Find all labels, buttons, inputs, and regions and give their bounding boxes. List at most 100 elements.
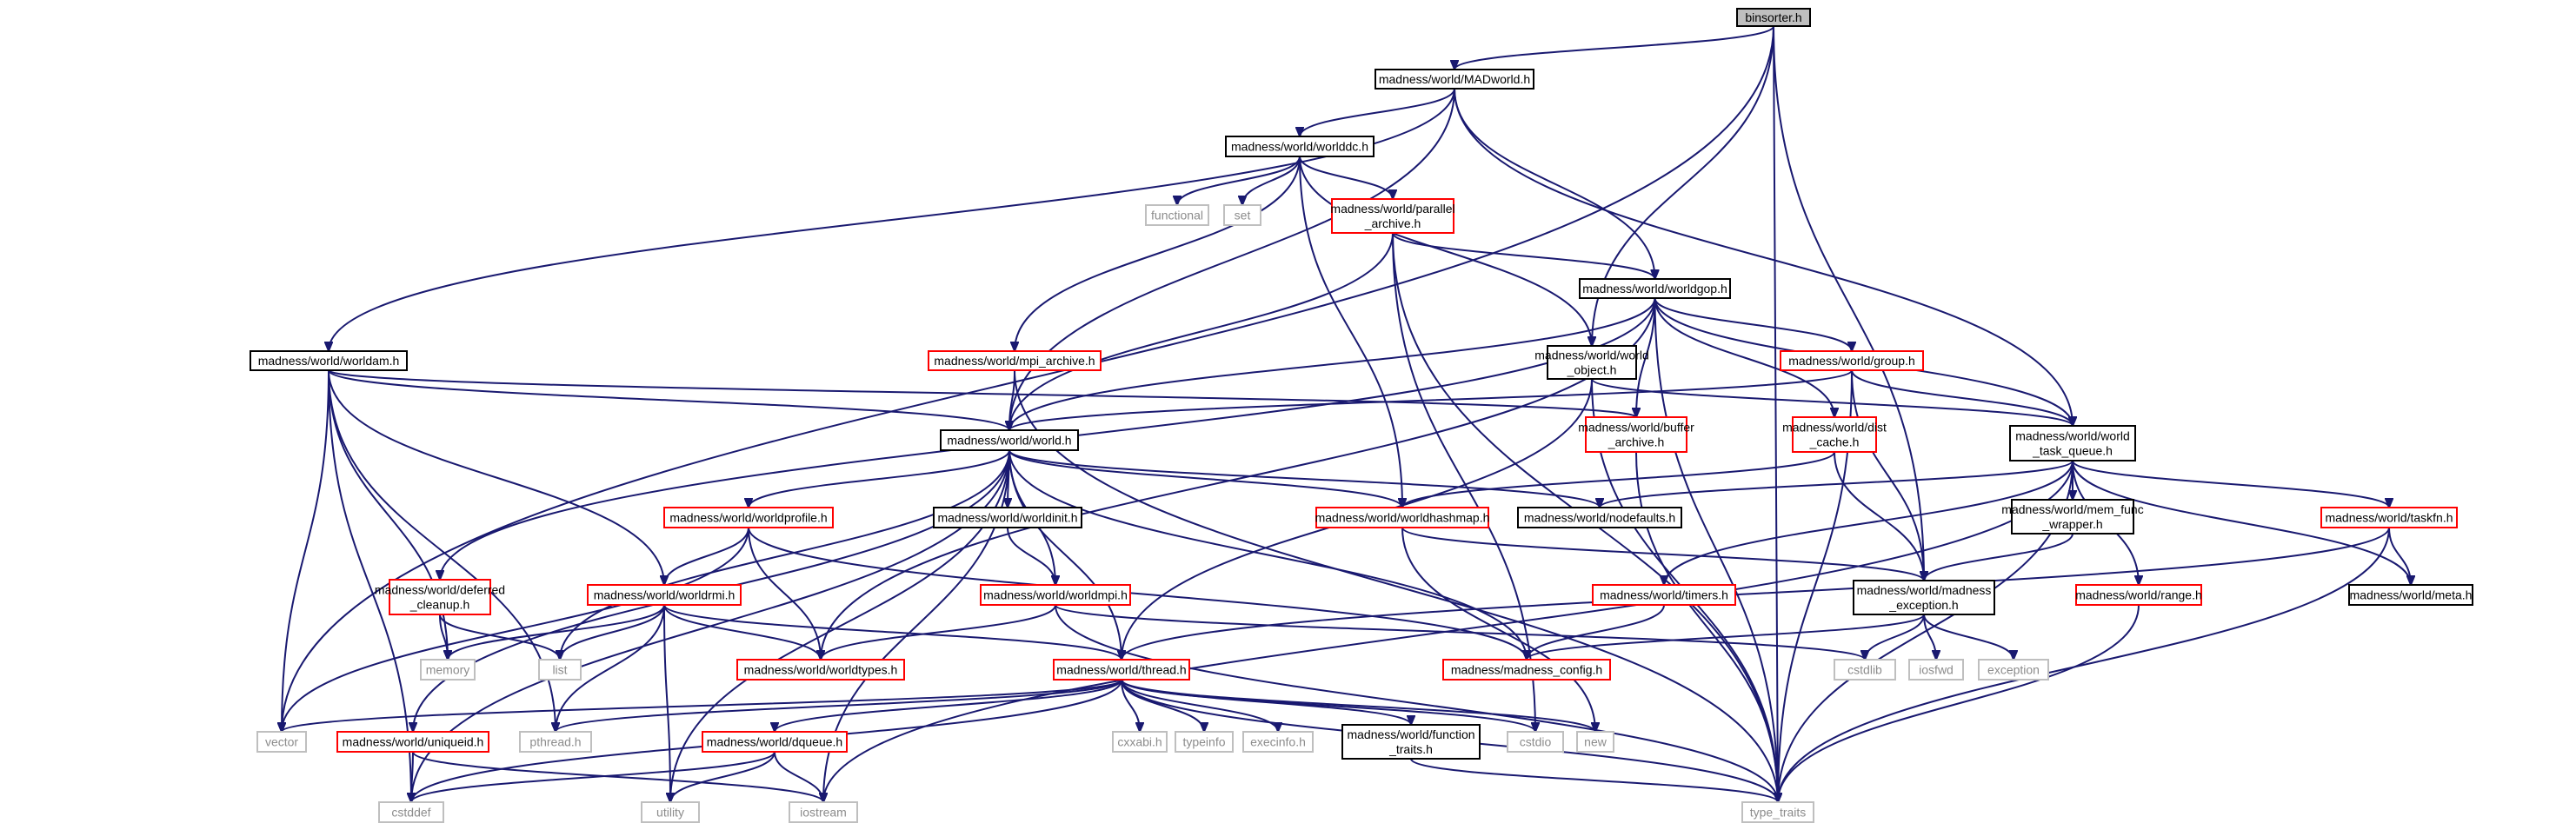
- node-label-iosfwd: iosfwd: [1919, 662, 1954, 676]
- node-deferred_cleanup[interactable]: madness/world/deferred_cleanup.h: [375, 579, 505, 615]
- edge-world-to-madness_config: [1008, 449, 1527, 660]
- node-label-iostream: iostream: [800, 805, 847, 819]
- node-buffer_archive[interactable]: madness/world/buffer_archive.h: [1578, 416, 1694, 453]
- node-thread[interactable]: madness/world/thread.h: [1053, 659, 1190, 681]
- edge-worldrmi-to-utility: [663, 604, 670, 802]
- node-worldam[interactable]: madness/world/worldam.h: [250, 350, 408, 371]
- node-parallel_archive[interactable]: madness/world/parallel_archive.h: [1330, 198, 1455, 234]
- edge-thread-to-execinfo: [1121, 679, 1278, 732]
- node-world_object[interactable]: madness/world/world_object.h: [1534, 345, 1649, 380]
- edge-uniqueid-to-iostream: [412, 751, 823, 802]
- node-world_task_queue[interactable]: madness/world/world_task_queue.h: [2009, 425, 2136, 461]
- node-worldinit[interactable]: madness/world/worldinit.h: [933, 507, 1082, 528]
- edge-taskfn-to-thread: [1122, 527, 2390, 660]
- edge-parallel_archive-to-cstdio: [1392, 232, 1535, 732]
- node-madness_config[interactable]: madness/madness_config.h: [1442, 659, 1611, 681]
- node-dqueue[interactable]: madness/world/dqueue.h: [702, 731, 848, 753]
- node-world[interactable]: madness/world/world.h: [940, 429, 1079, 451]
- node-label-parallel_archive: madness/world/parallel_archive.h: [1330, 202, 1454, 230]
- node-worldtypes[interactable]: madness/world/worldtypes.h: [736, 659, 905, 681]
- edge-worldprofile-to-worldrmi: [664, 527, 749, 585]
- node-box-nodefaults: [1517, 507, 1682, 528]
- node-label-binsorter: binsorter.h: [1745, 10, 1801, 24]
- node-execinfo: execinfo.h: [1242, 731, 1314, 753]
- node-dist_cache[interactable]: madness/world/dist_cache.h: [1782, 416, 1887, 453]
- node-cstdio: cstdio: [1507, 731, 1564, 753]
- edge-worldgop-to-dist_cache: [1654, 297, 1835, 417]
- edge-mpi_archive-to-type_traits: [1014, 369, 1778, 802]
- node-label-worldrmi: madness/world/worldrmi.h: [594, 588, 736, 601]
- node-label-cstddef: cstddef: [391, 805, 430, 819]
- node-box-worldam: [250, 350, 408, 371]
- node-group[interactable]: madness/world/group.h: [1780, 350, 1924, 371]
- edge-world_task_queue-to-timers: [1664, 460, 2073, 585]
- edge-world_object-to-world_task_queue: [1591, 378, 2073, 426]
- edge-binsorter-to-vector: [282, 25, 1774, 732]
- node-function_traits[interactable]: madness/world/function_traits.h: [1341, 724, 1481, 760]
- node-box-functional: [1145, 204, 1209, 226]
- node-box-iostream: [789, 801, 858, 823]
- node-box-set: [1223, 204, 1261, 226]
- node-label-memory: memory: [426, 662, 470, 676]
- node-type_traits: type_traits: [1741, 801, 1814, 823]
- edge-buffer_archive-to-type_traits: [1635, 451, 1778, 802]
- node-timers[interactable]: madness/world/timers.h: [1592, 584, 1736, 606]
- node-uniqueid[interactable]: madness/world/uniqueid.h: [336, 731, 489, 753]
- edges-layer: [282, 25, 2411, 802]
- node-box-worldgop: [1579, 278, 1731, 299]
- node-box-buffer_archive: [1585, 416, 1687, 453]
- edge-binsorter-to-MADworld: [1454, 25, 1774, 70]
- node-label-worldprofile: madness/world/worldprofile.h: [669, 510, 827, 524]
- node-set: set: [1223, 204, 1261, 226]
- edge-range-to-type_traits: [1778, 604, 2140, 802]
- node-madness_exception[interactable]: madness/world/madness_exception.h: [1853, 580, 1995, 615]
- edge-world-to-worldhashmap: [1008, 449, 1402, 508]
- node-box-worldmpi: [980, 584, 1131, 606]
- edge-worldinit-to-worldmpi: [1007, 527, 1055, 585]
- node-range[interactable]: madness/world/range.h: [2075, 584, 2202, 606]
- edge-madness_exception-to-madness_config: [1527, 614, 1925, 660]
- node-utility: utility: [641, 801, 700, 823]
- node-box-worldinit: [933, 507, 1082, 528]
- edge-dqueue-to-utility: [670, 751, 775, 802]
- edge-function_traits-to-type_traits: [1410, 758, 1778, 802]
- node-worldgop[interactable]: madness/world/worldgop.h: [1579, 278, 1731, 299]
- node-box-pthread: [519, 731, 592, 753]
- node-box-worldprofile: [663, 507, 834, 528]
- node-nodefaults[interactable]: madness/world/nodefaults.h: [1517, 507, 1682, 528]
- node-taskfn[interactable]: madness/world/taskfn.h: [2320, 507, 2458, 528]
- node-box-madness_config: [1442, 659, 1611, 681]
- node-box-memory: [420, 659, 476, 681]
- edge-worldhashmap-to-new: [1401, 527, 1595, 732]
- node-box-deferred_cleanup: [389, 579, 491, 615]
- node-cstdlib: cstdlib: [1834, 659, 1896, 681]
- node-binsorter[interactable]: binsorter.h: [1736, 8, 1811, 27]
- edge-worlddc-to-mpi_archive: [1015, 156, 1301, 351]
- node-box-typeinfo: [1175, 731, 1234, 753]
- node-meta[interactable]: madness/world/meta.h: [2348, 584, 2473, 606]
- node-MADworld[interactable]: madness/world/MADworld.h: [1375, 69, 1534, 90]
- edge-dist_cache-to-madness_exception: [1834, 451, 1924, 581]
- node-worldrmi[interactable]: madness/world/worldrmi.h: [587, 584, 742, 606]
- node-worldmpi[interactable]: madness/world/worldmpi.h: [980, 584, 1131, 606]
- node-label-meta: madness/world/meta.h: [2350, 588, 2473, 601]
- node-mpi_archive[interactable]: madness/world/mpi_archive.h: [928, 350, 1102, 371]
- node-box-uniqueid: [336, 731, 489, 753]
- edge-worldam-to-cstddef: [328, 369, 411, 802]
- node-list: list: [538, 659, 582, 681]
- node-box-world_task_queue: [2009, 425, 2136, 461]
- node-label-functional: functional: [1151, 208, 1203, 222]
- node-box-worldtypes: [736, 659, 905, 681]
- node-box-cxxabi: [1112, 731, 1168, 753]
- edge-worldrmi-to-list: [560, 604, 665, 660]
- node-label-taskfn: madness/world/taskfn.h: [2325, 510, 2453, 524]
- node-label-pthread: pthread.h: [529, 734, 581, 748]
- nodes-layer: binsorter.h madness/world/MADworld.h madne…: [250, 8, 2473, 823]
- node-worlddc[interactable]: madness/world/worlddc.h: [1225, 136, 1375, 157]
- node-worldprofile[interactable]: madness/world/worldprofile.h: [663, 507, 834, 528]
- node-box-worldhashmap: [1315, 507, 1489, 528]
- node-box-mem_func_wrapper: [2011, 499, 2134, 535]
- node-worldhashmap[interactable]: madness/world/worldhashmap.h: [1315, 507, 1490, 528]
- node-mem_func_wrapper[interactable]: madness/world/mem_func_wrapper.h: [2001, 499, 2144, 535]
